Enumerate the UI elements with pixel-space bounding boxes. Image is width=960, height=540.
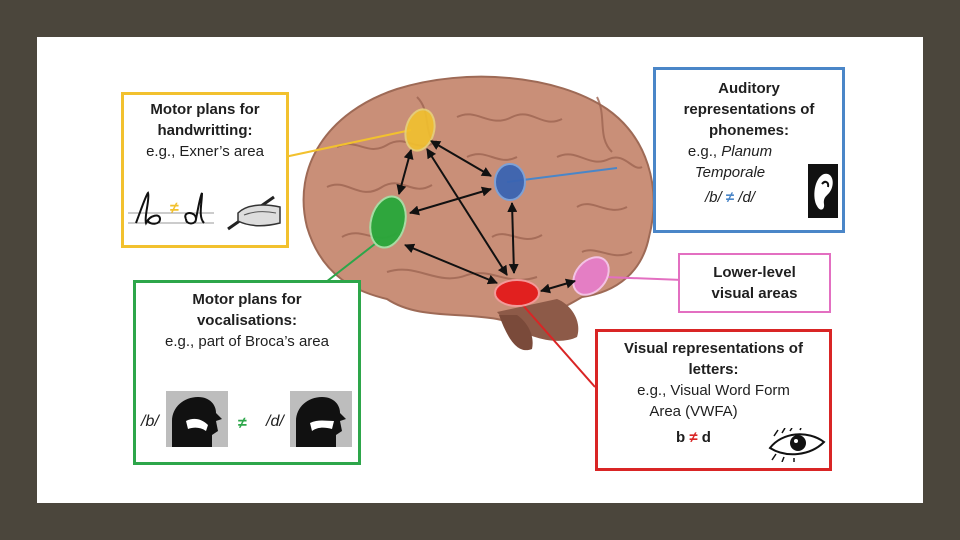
- auditory-title-2: representations of: [683, 101, 815, 118]
- vocal-phoneme-b: /b/: [141, 413, 159, 430]
- vocal-neq: ≠: [238, 415, 247, 432]
- ear-icon: [808, 164, 838, 218]
- auditory-title-1: Auditory: [718, 80, 780, 97]
- vocal-phoneme-d: /d/: [266, 413, 284, 430]
- vocalisation-box: Motor plans for vocalisations: e.g., par…: [133, 280, 361, 465]
- visual-letter-d: d: [701, 429, 711, 446]
- vocal-tract-icon: [166, 391, 228, 447]
- handwriting-title-2: handwritting:: [157, 122, 253, 139]
- vocal-title-1: Motor plans for: [192, 291, 302, 308]
- handwriting-example: e.g., Exner’s area: [146, 143, 264, 160]
- auditory-box: Auditory representations of phonemes: e.…: [653, 67, 845, 233]
- visual-example-1: e.g., Visual Word Form: [637, 382, 790, 399]
- handwriting-box: Motor plans for handwritting: e.g., Exne…: [121, 92, 289, 248]
- slide: Motor plans for handwritting: e.g., Exne…: [37, 37, 923, 503]
- auditory-neq: ≠: [725, 189, 735, 206]
- lower-visual-box: Lower-level visual areas: [678, 253, 831, 313]
- visual-neq: ≠: [689, 429, 698, 446]
- auditory-title-3: phonemes:: [708, 122, 789, 139]
- vocal-tract-icon-2: [290, 391, 352, 447]
- visual-example-2: Area (VWFA): [649, 403, 738, 420]
- pen-hand-icon: [227, 195, 281, 231]
- auditory-example-prefix: e.g.,: [687, 143, 722, 160]
- vocal-title-2: vocalisations:: [196, 312, 298, 329]
- auditory-phoneme-d: /d/: [738, 189, 755, 206]
- handwriting-neq: ≠: [170, 200, 179, 217]
- handwriting-title-1: Motor plans for: [150, 101, 260, 118]
- auditory-example-italic-2: Temporale: [694, 164, 766, 181]
- vocal-example: e.g., part of Broca’s area: [165, 333, 329, 350]
- visual-title-1: Visual representations of: [624, 340, 803, 357]
- lower-visual-title-1: Lower-level: [713, 264, 796, 281]
- handwriting-letters-icon: [128, 191, 214, 226]
- auditory-example-italic-1: Planum: [721, 143, 773, 160]
- visual-title-2: letters:: [688, 361, 739, 378]
- eye-icon: [768, 428, 826, 462]
- auditory-phoneme-b: /b/: [705, 189, 722, 206]
- visual-box: Visual representations of letters: e.g.,…: [595, 329, 832, 471]
- lower-visual-title-2: visual areas: [711, 285, 798, 302]
- brain-diagram: [251, 75, 684, 388]
- visual-letter-b: b: [676, 429, 686, 446]
